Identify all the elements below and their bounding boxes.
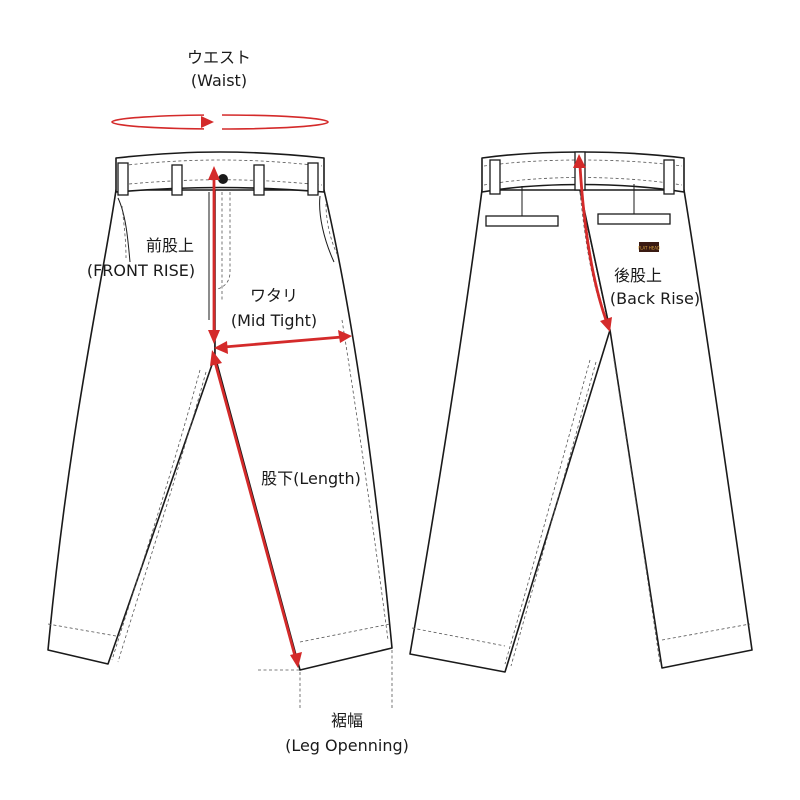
back-rise-label-en: (Back Rise) xyxy=(610,289,700,308)
leg-opening-label-en: (Leg Openning) xyxy=(285,736,409,755)
back-right-pocket xyxy=(597,213,671,225)
length-label: 股下(Length) xyxy=(261,469,361,488)
waist-label-en: (Waist) xyxy=(191,71,247,90)
back-belt-loop-3 xyxy=(663,159,675,195)
front-right-leg xyxy=(214,189,393,671)
front-view-pants xyxy=(47,151,393,708)
leg-opening-label-jp: 裾幅 xyxy=(331,711,363,730)
front-left-pocket xyxy=(117,197,131,263)
front-rise-label-jp: 前股上 xyxy=(146,236,194,255)
mid-tight-arrow xyxy=(222,335,344,349)
front-button xyxy=(218,174,228,184)
front-belt-loop-3 xyxy=(253,164,265,196)
front-rise-label-en: (FRONT RISE) xyxy=(87,261,195,280)
back-left-pocket xyxy=(485,215,559,227)
length-arrow xyxy=(213,360,297,658)
waist-arrowhead xyxy=(201,116,214,128)
front-left-hem xyxy=(47,623,117,637)
front-right-pocket xyxy=(319,195,335,263)
brand-patch xyxy=(639,242,659,252)
measurement-labels: ウエスト (Waist) 前股上 (FRONT RISE) ワタリ (Mid T… xyxy=(87,48,700,755)
mid-tight-label-jp: ワタリ xyxy=(250,286,298,305)
back-view-pants: FLAT HEAD xyxy=(409,151,753,673)
front-belt-loop-4 xyxy=(307,162,319,196)
front-waistband xyxy=(115,151,325,193)
back-belt-loop-1 xyxy=(489,159,501,195)
front-belt-loop-1 xyxy=(117,162,129,196)
back-rise-label-jp: 後股上 xyxy=(614,266,662,285)
front-right-hem xyxy=(299,623,391,643)
back-rise-arrow xyxy=(578,164,608,322)
back-left-leg xyxy=(409,189,611,673)
front-belt-loop-2 xyxy=(171,164,183,196)
front-left-leg xyxy=(47,189,216,665)
measurement-arrows xyxy=(111,113,612,668)
back-left-hem xyxy=(411,627,506,647)
brand-patch-text: FLAT HEAD xyxy=(638,246,660,251)
waist-label-jp: ウエスト xyxy=(187,48,251,67)
back-right-hem xyxy=(661,623,751,641)
back-right-leg xyxy=(579,189,753,669)
mid-tight-label-en: (Mid Tight) xyxy=(231,311,317,330)
